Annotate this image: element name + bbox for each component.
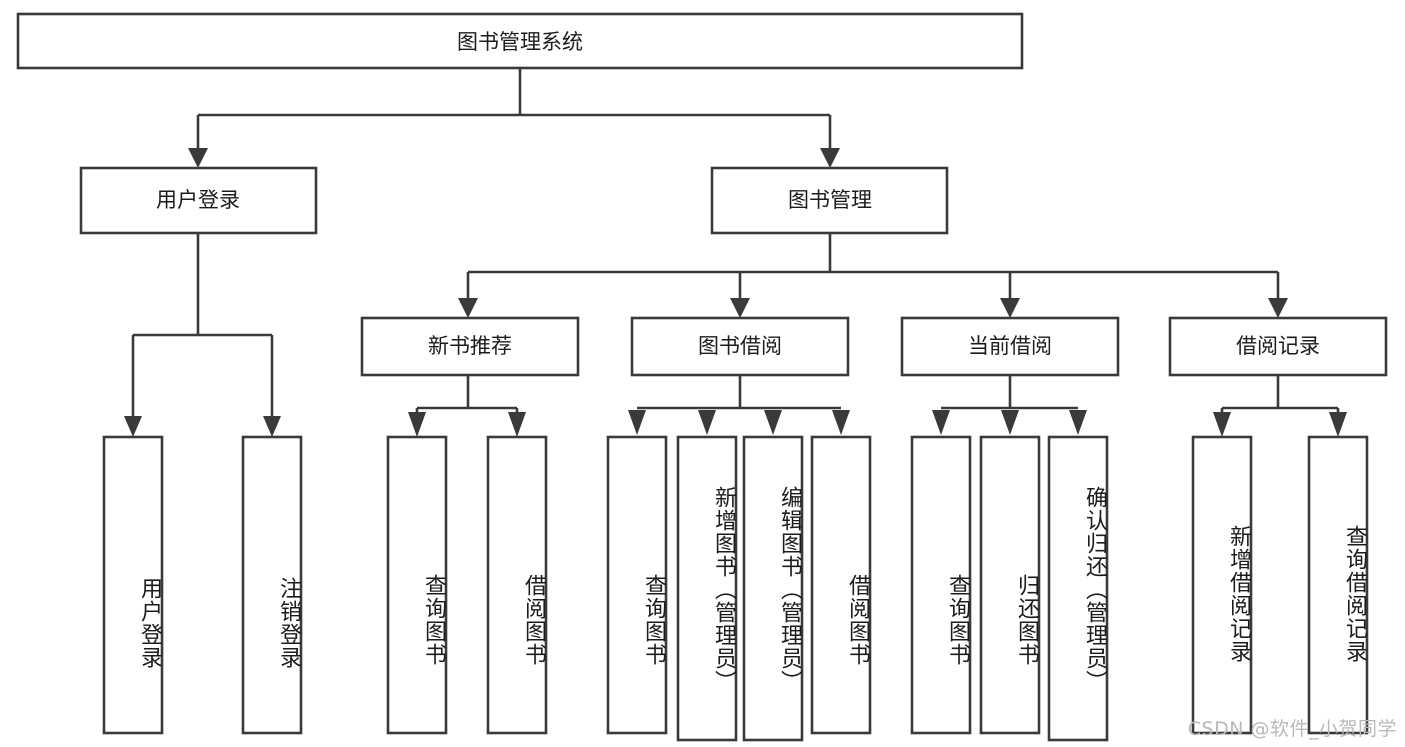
leaf-user-login-box[interactable]	[102, 435, 164, 735]
arrow-currentborrow-leaf-1	[932, 410, 950, 435]
node-book-manage-label: 图书管理	[788, 188, 872, 212]
arrow-bookborrow-leaf-2	[698, 410, 716, 435]
arrow-bm-to-bookborrow	[730, 298, 750, 318]
leaf-query-book-2-box[interactable]	[606, 435, 668, 735]
node-book-borrow[interactable]: 图书借阅	[630, 316, 850, 377]
node-current-borrow-box[interactable]	[900, 316, 1120, 377]
node-root[interactable]: 图书管理系统	[16, 12, 1024, 70]
node-borrow-record-label: 借阅记录	[1236, 334, 1320, 358]
node-current-borrow-label: 当前借阅	[968, 334, 1052, 358]
node-user-login[interactable]: 用户登录	[79, 166, 318, 235]
connector-group-userlogin	[124, 233, 281, 437]
node-book-borrow-label: 图书借阅	[698, 334, 782, 358]
node-user-login-box[interactable]	[79, 166, 318, 235]
arrow-currentborrow-leaf-3	[1069, 410, 1087, 435]
leaf-borrow-book-1-box[interactable]	[486, 435, 548, 735]
leaf-return-book-box[interactable]	[979, 435, 1041, 735]
arrow-root-to-bookmanage	[820, 148, 840, 168]
node-new-book-rec-box[interactable]	[360, 316, 580, 377]
leaf-query-book-3-box[interactable]	[910, 435, 972, 735]
node-new-book-rec[interactable]: 新书推荐	[360, 316, 580, 377]
node-borrow-record[interactable]: 借阅记录	[1168, 316, 1388, 377]
leaf-borrow-book-2-box[interactable]	[810, 435, 872, 735]
node-root-box[interactable]	[16, 12, 1024, 70]
connector-group-bookmanage	[458, 233, 1288, 318]
leaf-add-record-box[interactable]	[1191, 435, 1253, 735]
connector-group-newbook	[408, 375, 526, 437]
node-borrow-record-box[interactable]	[1168, 316, 1388, 377]
arrow-bookborrow-leaf-4	[832, 410, 850, 435]
connector-group-bookborrow	[628, 375, 850, 435]
connector-group-borrowrecord	[1213, 375, 1347, 437]
node-new-book-rec-label: 新书推荐	[428, 334, 512, 358]
leaf-edit-book-box[interactable]	[742, 435, 804, 742]
node-book-borrow-box[interactable]	[630, 316, 850, 377]
arrow-newbook-leaf-1	[408, 412, 426, 437]
arrow-borrowrecord-leaf-2	[1329, 412, 1347, 437]
arrow-newbook-leaf-2	[508, 412, 526, 437]
leaf-boxes	[102, 435, 1369, 742]
node-root-label: 图书管理系统	[457, 30, 583, 54]
leaf-confirm-return-box[interactable]	[1047, 435, 1109, 742]
arrow-bookborrow-leaf-3	[764, 410, 782, 435]
arrow-currentborrow-leaf-2	[1001, 410, 1019, 435]
node-current-borrow[interactable]: 当前借阅	[900, 316, 1120, 377]
node-book-manage[interactable]: 图书管理	[710, 166, 949, 235]
arrow-userlogin-leaf-2	[263, 416, 281, 437]
node-user-login-label: 用户登录	[156, 188, 240, 212]
arrow-bookborrow-leaf-1	[628, 410, 646, 435]
arrow-bm-to-newbook	[458, 298, 478, 318]
arrow-root-to-userlogin	[188, 148, 208, 168]
arrow-userlogin-leaf-1	[124, 416, 142, 437]
csdn-watermark: CSDN @软件_小贺同学	[1187, 718, 1397, 740]
leaf-query-book-1-box[interactable]	[386, 435, 448, 735]
arrow-bm-to-currentborrow	[1000, 298, 1020, 318]
leaf-user-logout-box[interactable]	[241, 435, 303, 735]
leaf-add-book-box[interactable]	[676, 435, 738, 742]
arrow-borrowrecord-leaf-1	[1213, 412, 1231, 437]
node-book-manage-box[interactable]	[710, 166, 949, 235]
arrow-bm-to-borrowrecord	[1268, 298, 1288, 318]
leaf-query-record-box[interactable]	[1307, 435, 1369, 735]
connector-group-currentborrow	[932, 375, 1087, 435]
connector-group-root	[188, 68, 840, 168]
